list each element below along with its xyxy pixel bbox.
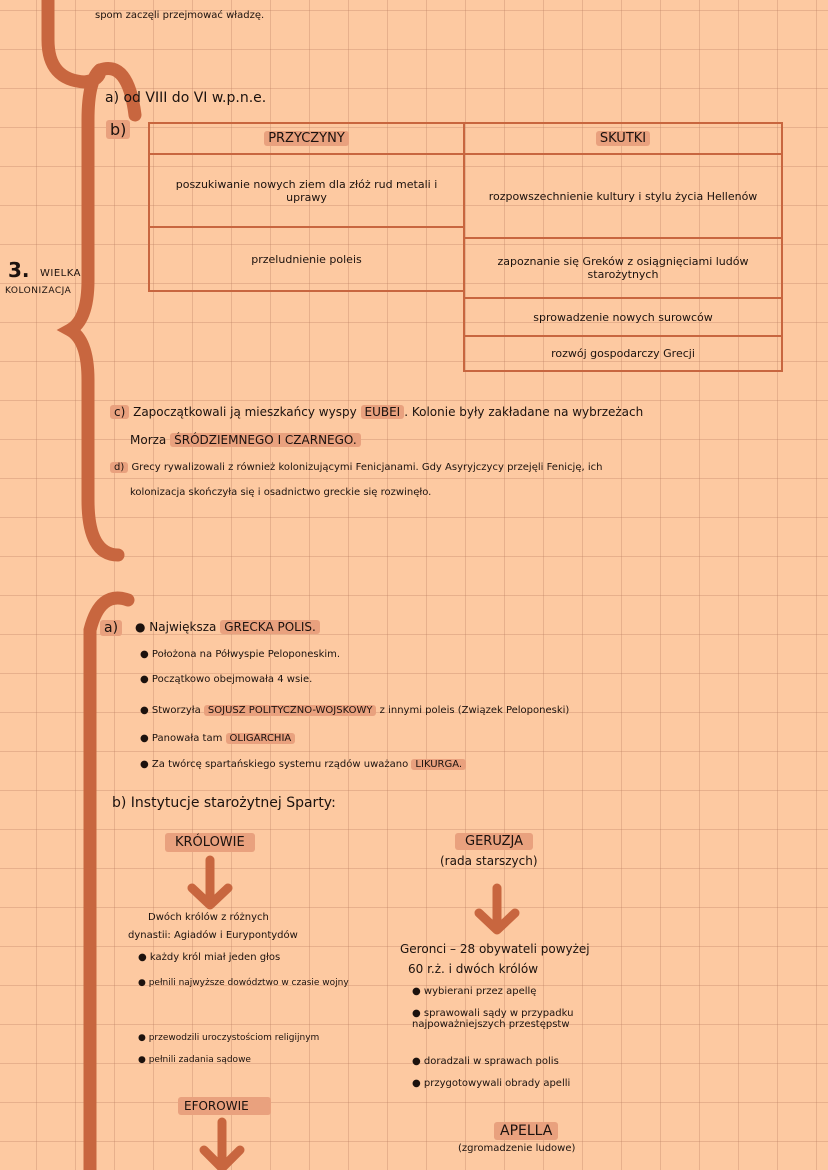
arrow-eforowie — [199, 1117, 245, 1170]
point-b-label: b) — [106, 120, 131, 139]
apella-title: APELLA — [494, 1122, 559, 1140]
krolowie-title: KRÓLOWIE — [165, 833, 255, 852]
bullet-item: ● Panowała tam OLIGARCHIA — [140, 733, 296, 744]
geruzja-desc: 60 r.ż. i dwóch królów — [408, 962, 539, 976]
geruzja-title: GERUZJA — [455, 833, 534, 850]
apella-subtitle: (zgromadzenie ludowe) — [458, 1143, 576, 1154]
top-fragment: spom zaczęli przejmować władzę. — [95, 10, 265, 21]
brace-section-3 — [56, 62, 142, 562]
arrow-geruzja — [474, 883, 520, 935]
brace-section-4 — [83, 591, 135, 1170]
point-d-line2: kolonizacja skończyła się i osadnictwo g… — [130, 487, 432, 498]
point-c-line1: c) Zapoczątkowali ją mieszkańcy wyspy EU… — [110, 405, 643, 419]
effect-cell: rozpowszechnienie kultury i stylu życia … — [463, 153, 783, 239]
krolowie-desc: dynastii: Agiadów i Eurypontydów — [128, 930, 298, 941]
causes-effects-table: PRZYCZYNY SKUTKI poszukiwanie nowych zie… — [148, 122, 783, 372]
geruzja-item: ● doradzali w sprawach polis — [412, 1056, 559, 1067]
bullet-item: ● Położona na Półwyspie Peloponeskim. — [140, 649, 341, 660]
header-effects: SKUTKI — [463, 122, 783, 155]
cause-cell: poszukiwanie nowych ziem dla złóż rud me… — [148, 153, 465, 228]
header-causes: PRZYCZYNY — [148, 122, 465, 155]
krolowie-item: ● przewodzili uroczystościom religijnym — [138, 1033, 320, 1043]
section4-b: b) Instytucje starożytnej Sparty: — [112, 795, 336, 811]
section-number: 3. — [8, 258, 30, 282]
point-a: a) od VIII do VI w.p.n.e. — [105, 90, 267, 106]
effect-cell: sprowadzenie nowych surowców — [463, 297, 783, 337]
section-title-2: KOLONIZACJA — [5, 286, 72, 296]
geruzja-item: ● przygotowywali obrady apelli — [412, 1078, 571, 1089]
krolowie-item: ● pełnili najwyższe dowództwo w czasie w… — [138, 978, 349, 988]
geruzja-item: ● wybierani przez apellę — [412, 986, 537, 997]
effect-cell: zapoznanie się Greków z osiągnięciami lu… — [463, 237, 783, 299]
section-title-1: WIELKA — [40, 268, 81, 279]
krolowie-item: ● każdy król miał jeden głos — [138, 952, 281, 963]
section4-a-label: a) — [100, 620, 123, 636]
bullet-item: ● Stworzyła SOJUSZ POLITYCZNO-WOJSKOWY z… — [140, 705, 570, 716]
bullet-item: ● Największa GRECKA POLIS. — [135, 620, 320, 634]
cause-cell: przeludnienie poleis — [148, 226, 465, 292]
geruzja-desc: Geronci – 28 obywateli powyżej — [400, 942, 590, 956]
krolowie-item: ● pełnili zadania sądowe — [138, 1055, 251, 1065]
arrow-krolowie — [187, 855, 233, 910]
bullet-item: ● Za twórcę spartańskiego systemu rządów… — [140, 759, 467, 770]
point-c-line2: Morza ŚRÓDZIEMNEGO I CZARNEGO. — [130, 433, 361, 447]
krolowie-desc: Dwóch królów z różnych — [148, 912, 269, 923]
eforowie-title: EFOROWIE — [178, 1097, 271, 1115]
geruzja-subtitle: (rada starszych) — [440, 854, 538, 868]
point-d-line1: d) Grecy rywalizowali z również kolonizu… — [110, 462, 602, 473]
geruzja-item: ● sprawowali sądy w przypadku najpoważni… — [412, 1008, 574, 1030]
effect-cell: rozwój gospodarczy Grecji — [463, 335, 783, 372]
bullet-item: ● Początkowo obejmowała 4 wsie. — [140, 674, 313, 685]
